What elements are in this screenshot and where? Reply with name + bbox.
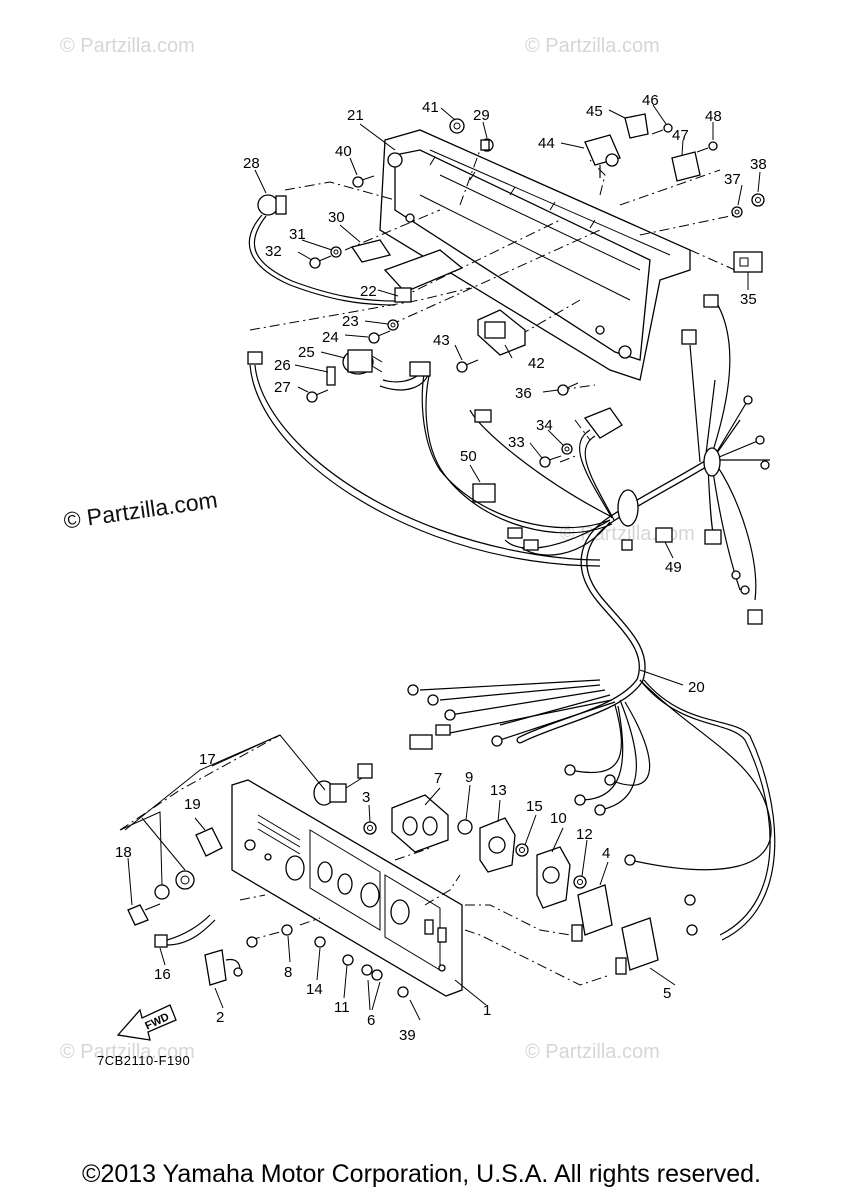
callout-18: 18: [115, 844, 132, 861]
part-49-connector: [621, 527, 673, 551]
callout-21: 21: [347, 107, 364, 124]
alignment-lines-lower: [119, 734, 611, 986]
part-28-sensor: [248, 194, 396, 306]
figure-code: 7CB2110-F190: [97, 1053, 191, 1068]
callout-4: 4: [602, 845, 610, 862]
part-15-ring: [515, 843, 529, 857]
part-47-component: [671, 151, 701, 182]
callout-43: 43: [433, 332, 450, 349]
callout-31: 31: [289, 226, 306, 243]
part-50-connector: [472, 483, 496, 503]
callout-50: 50: [460, 448, 477, 465]
callout-20: 20: [688, 679, 705, 696]
part-9-ring: [457, 819, 473, 835]
callout-27: 27: [274, 379, 291, 396]
callout-29: 29: [473, 107, 490, 124]
callout-9: 9: [465, 769, 473, 786]
callout-35: 35: [740, 291, 757, 308]
callout-15: 15: [526, 798, 543, 815]
fwd-arrow-icon: FWD: [116, 1004, 177, 1041]
callout-3: 3: [362, 789, 370, 806]
part-13-outlet: [479, 817, 516, 873]
callout-48: 48: [705, 108, 722, 125]
callout-30: 30: [328, 209, 345, 226]
watermark-top-right: © Partzilla.com: [525, 35, 660, 57]
leader-lines: [119, 104, 761, 1021]
fwd-label: FWD: [143, 1011, 171, 1032]
part-7-outlet: [391, 794, 449, 853]
watermarks: © Partzilla.com © Partzilla.com © Partzi…: [60, 35, 695, 1063]
callout-42: 42: [528, 355, 545, 372]
part-2-meter: [204, 936, 258, 986]
callout-26: 26: [274, 357, 291, 374]
watermark-bottom-left: © Partzilla.com: [60, 1041, 195, 1063]
part-5-breaker: [615, 917, 659, 975]
watermark-bottom-right: © Partzilla.com: [525, 1041, 660, 1063]
callout-16: 16: [154, 966, 171, 983]
callout-6: 6: [367, 1012, 375, 1029]
part-45-bracket: [624, 113, 649, 139]
callout-23: 23: [342, 313, 359, 330]
callout-2: 2: [216, 1009, 224, 1026]
callout-32: 32: [265, 243, 282, 260]
upper-fasteners: [306, 118, 765, 468]
callout-7: 7: [434, 770, 442, 787]
callout-41: 41: [422, 99, 439, 116]
callout-39: 39: [399, 1027, 416, 1044]
part-35-block: [733, 251, 763, 273]
callout-44: 44: [538, 135, 555, 152]
part-18-key: [127, 903, 161, 926]
part-3-ring: [363, 821, 377, 835]
bracket-21: [379, 129, 691, 381]
callout-11: 11: [334, 999, 350, 1016]
callout-1: 1: [483, 1002, 491, 1019]
callout-14: 14: [306, 981, 323, 998]
panel-1: [231, 779, 463, 997]
part-17-gauge: [313, 763, 373, 806]
callout-10: 10: [550, 810, 567, 827]
callout-25: 25: [298, 344, 315, 361]
callout-22: 22: [360, 283, 377, 300]
part-16-plug: [154, 914, 216, 948]
watermark-top-left: © Partzilla.com: [60, 35, 195, 57]
terminals: [247, 294, 770, 936]
callout-28: 28: [243, 155, 260, 172]
callout-37: 37: [724, 171, 741, 188]
callout-13: 13: [490, 782, 507, 799]
callout-24: 24: [322, 329, 339, 346]
copyright-notice: ©2013 Yamaha Motor Corporation, U.S.A. A…: [82, 1160, 761, 1188]
callout-34: 34: [536, 417, 553, 434]
callout-19: 19: [184, 796, 201, 813]
callout-12: 12: [576, 826, 593, 843]
callout-5: 5: [663, 985, 671, 1002]
callout-36: 36: [515, 385, 532, 402]
callout-8: 8: [284, 964, 292, 981]
panel-screws: [281, 924, 409, 998]
callout-labels: 1 2 3 4 5 6 7 8 9 10 11 12 13 14 15 16 1…: [115, 92, 767, 1044]
part-42-bracket: [477, 309, 526, 356]
part-44-switch: [584, 134, 621, 178]
callout-17: 17: [199, 751, 216, 768]
part-4-breaker: [571, 884, 613, 942]
callout-45: 45: [586, 103, 603, 120]
part-10-outlet: [536, 846, 571, 909]
callout-46: 46: [642, 92, 659, 109]
callout-49: 49: [665, 559, 682, 576]
part-12-ring: [573, 875, 587, 889]
grommet: [617, 447, 721, 527]
callout-38: 38: [750, 156, 767, 173]
part-22-plate: [383, 249, 464, 303]
part-34-connector: [583, 407, 623, 439]
alignment-lines-upper: [249, 149, 736, 463]
part-25-relay: [342, 349, 383, 375]
part-19-switch: [195, 827, 223, 857]
part-17-rings: [154, 870, 195, 900]
part-30-pad: [350, 239, 392, 263]
callout-47: 47: [672, 127, 689, 144]
callout-33: 33: [508, 434, 525, 451]
callout-40: 40: [335, 143, 352, 160]
